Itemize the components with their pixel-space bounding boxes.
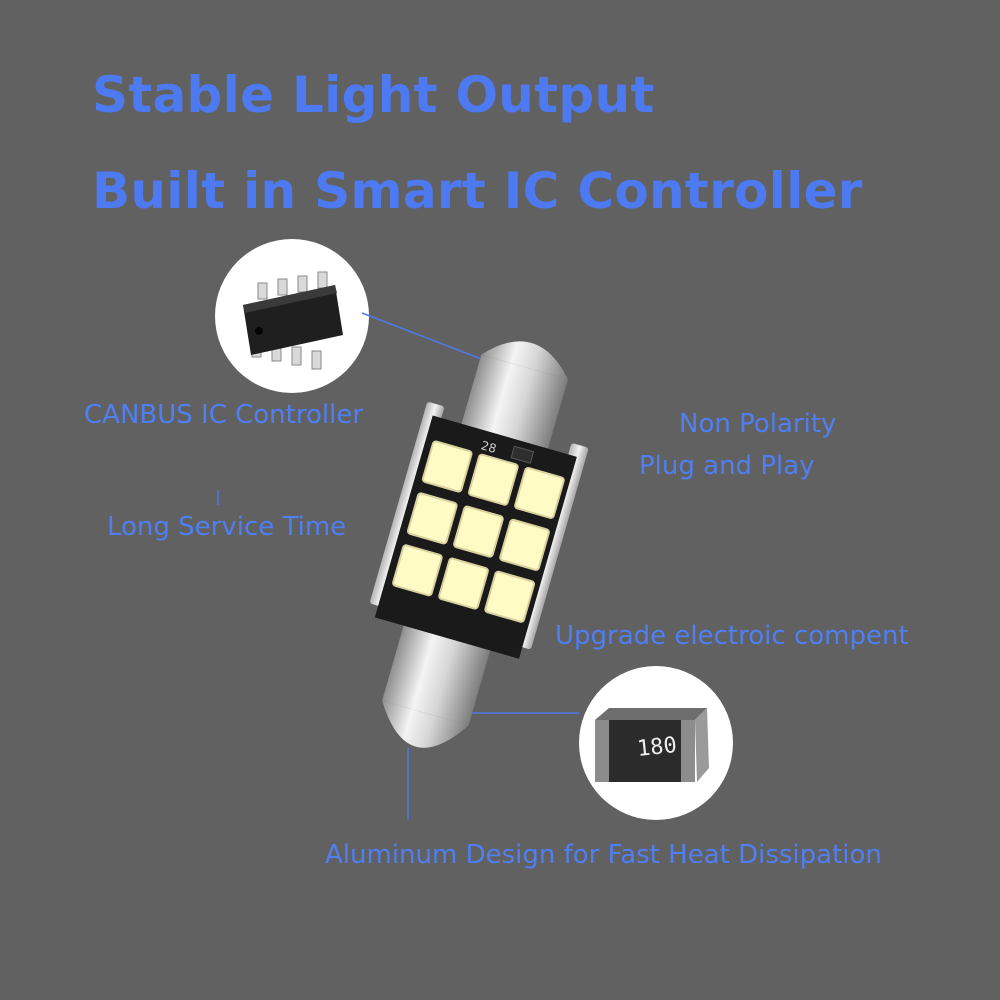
canbus-label: CANBUS IC Controller bbox=[84, 400, 364, 430]
aluminum-label: Aluminum Design for Fast Heat Dissipatio… bbox=[325, 840, 882, 870]
service-label: Long Service Time bbox=[107, 512, 347, 542]
ic-chip-icon bbox=[243, 271, 343, 370]
callout-lines bbox=[217, 312, 579, 820]
resistor-icon: 180 bbox=[595, 708, 709, 782]
plug-play-label: Plug and Play bbox=[639, 451, 815, 481]
led-bulb: 28 bbox=[370, 341, 589, 748]
led-chip-grid bbox=[392, 440, 565, 623]
ic-chip-closeup bbox=[215, 239, 369, 393]
resistor-marking: 180 bbox=[636, 733, 678, 762]
resistor-closeup: 180 bbox=[579, 666, 733, 820]
headline-line-1: Stable Light Output bbox=[92, 66, 655, 124]
headline-line-2: Built in Smart IC Controller bbox=[92, 162, 863, 220]
pcb-marking: 28 bbox=[479, 438, 498, 456]
upgrade-label: Upgrade electroic compent bbox=[555, 621, 909, 651]
polarity-label: Non Polarity bbox=[679, 409, 837, 439]
canbus-callout-line bbox=[361, 312, 498, 366]
